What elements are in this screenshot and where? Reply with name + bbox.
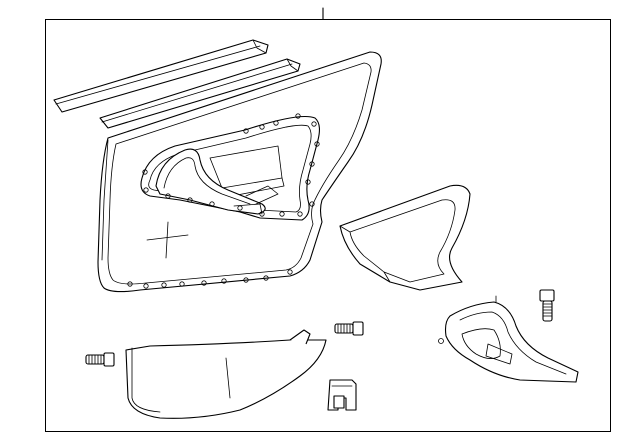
- screw-middle: [334, 321, 364, 336]
- door-trim-panel: [97, 51, 382, 293]
- retainer-clip: [327, 379, 357, 411]
- screw-left: [85, 352, 115, 367]
- handle-bezel: [438, 295, 579, 383]
- trim-clips: [127, 113, 320, 289]
- screw-right: [539, 289, 555, 322]
- armrest-opening: [140, 115, 321, 221]
- diagram-frame: [45, 19, 611, 432]
- armrest-base: [339, 184, 471, 291]
- upper-belt-molding: [53, 39, 269, 113]
- lower-belt-molding: [99, 58, 301, 129]
- lower-trim-bezel: [125, 329, 327, 419]
